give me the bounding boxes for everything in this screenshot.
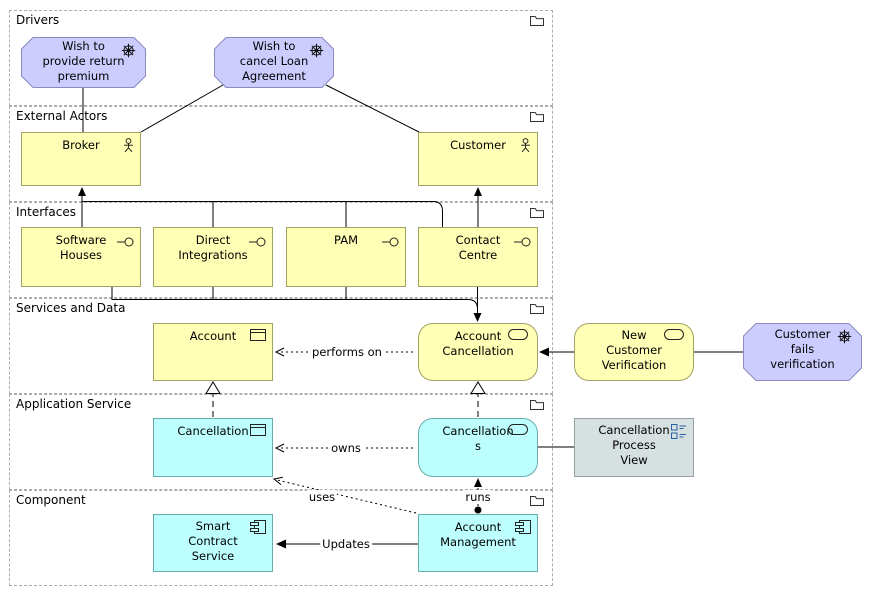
node-component-smart-contract-service[interactable]: Smart Contract Service xyxy=(153,514,273,572)
component-icon xyxy=(515,520,531,534)
node-label: Account xyxy=(189,329,237,343)
group-label: Component xyxy=(16,493,86,507)
node-label: Contact Centre xyxy=(455,233,501,262)
driver-icon xyxy=(121,43,136,58)
service-icon xyxy=(508,329,528,340)
node-label: Smart Contract Service xyxy=(188,519,238,563)
interface-icon xyxy=(117,237,134,247)
group-label: Interfaces xyxy=(16,205,76,219)
edge-label-runs: runs xyxy=(463,490,493,504)
node-data-object-account[interactable]: Account xyxy=(153,323,273,381)
node-label: New Customer Verification xyxy=(601,328,667,372)
service-icon xyxy=(508,424,528,435)
folder-icon xyxy=(529,207,545,219)
node-label: Cancellation xyxy=(177,424,249,438)
node-label: Account Management xyxy=(440,520,516,549)
interface-icon xyxy=(514,237,531,247)
node-label: Broker xyxy=(62,138,100,152)
node-interface-direct-integrations[interactable]: Direct Integrations xyxy=(153,227,273,287)
edge-label-owns: owns xyxy=(329,441,363,455)
interface-icon xyxy=(382,237,399,247)
node-label: Wish to cancel Loan Agreement xyxy=(239,39,309,83)
folder-icon xyxy=(529,303,545,315)
node-cancellation-process-view[interactable]: Cancellation Process View xyxy=(574,418,694,477)
node-service-cancellations[interactable]: Cancellation s xyxy=(418,418,538,477)
group-label: Application Service xyxy=(16,397,132,411)
node-label: Customer xyxy=(450,138,506,152)
node-interface-pam[interactable]: PAM xyxy=(286,227,406,287)
actor-icon xyxy=(123,138,134,153)
node-data-object-cancellation[interactable]: Cancellation xyxy=(153,418,273,477)
driver-icon xyxy=(309,43,324,58)
node-service-new-customer-verification[interactable]: New Customer Verification xyxy=(574,323,694,381)
node-component-account-management[interactable]: Account Management xyxy=(418,514,538,572)
node-label: Wish to provide return premium xyxy=(42,39,125,83)
folder-icon xyxy=(529,15,545,27)
node-actor-broker[interactable]: Broker xyxy=(21,132,141,186)
edge-label-uses: uses xyxy=(306,490,338,504)
group-label: Drivers xyxy=(16,13,60,27)
data-object-icon xyxy=(250,424,266,436)
component-icon xyxy=(250,520,266,534)
node-label: Cancellation s xyxy=(442,424,514,453)
edge-label-updates: Updates xyxy=(320,537,372,551)
node-label: Account Cancellation xyxy=(442,329,514,358)
node-label: Software Houses xyxy=(55,233,107,262)
view-icon xyxy=(671,424,687,439)
interface-icon xyxy=(249,237,266,247)
service-icon xyxy=(664,329,684,340)
group-services-and-data[interactable]: Services and Data xyxy=(9,298,553,394)
folder-icon xyxy=(529,399,545,411)
data-object-icon xyxy=(250,329,266,341)
node-label: Customer fails verification xyxy=(770,327,835,371)
node-interface-contact-centre[interactable]: Contact Centre xyxy=(418,227,538,287)
node-service-account-cancellation[interactable]: Account Cancellation xyxy=(418,323,538,381)
folder-icon xyxy=(529,111,545,123)
driver-icon xyxy=(837,329,852,344)
group-label: External Actors xyxy=(16,109,108,123)
node-actor-customer[interactable]: Customer xyxy=(418,132,538,186)
node-driver-customer-fails-verification[interactable]: Customer fails verification xyxy=(743,323,862,381)
edge-label-performs-on: performs on xyxy=(310,345,384,359)
node-label: Cancellation Process View xyxy=(598,423,670,467)
node-driver-wish-provide-return-premium[interactable]: Wish to provide return premium xyxy=(21,37,146,88)
folder-icon xyxy=(529,495,545,507)
group-label: Services and Data xyxy=(16,301,126,315)
node-label: Direct Integrations xyxy=(178,233,248,262)
node-driver-wish-cancel-loan-agreement[interactable]: Wish to cancel Loan Agreement xyxy=(214,37,334,88)
node-label: PAM xyxy=(334,233,358,247)
group-drivers[interactable]: Drivers xyxy=(9,10,553,106)
node-interface-software-houses[interactable]: Software Houses xyxy=(21,227,141,287)
actor-icon xyxy=(520,138,531,153)
